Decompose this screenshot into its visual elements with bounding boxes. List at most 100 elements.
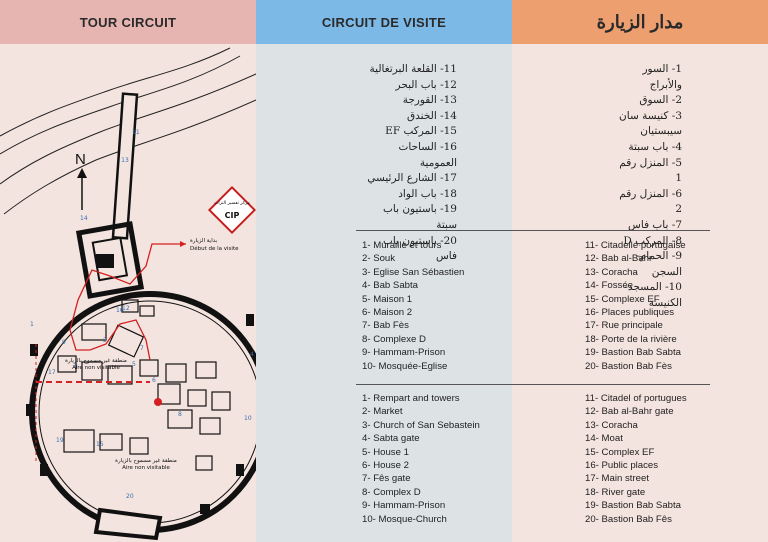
list-item: 15- Complexe EF	[585, 293, 660, 305]
rampart-wall	[29, 291, 256, 533]
building	[121, 299, 139, 313]
building	[195, 361, 217, 379]
building	[167, 409, 193, 429]
map-number: 10	[244, 415, 252, 422]
list-item: 1- السور والأبراج	[642, 63, 682, 91]
wall-tower	[40, 464, 48, 476]
list-item: 6- المنزل رقم 2	[619, 187, 682, 216]
tour-circuit-header: TOUR CIRCUIT	[0, 0, 256, 44]
building	[81, 323, 107, 341]
list-item: 3- Church of San Sebastein	[362, 419, 480, 431]
list-item: 17- Rue principale	[585, 320, 663, 332]
list-item: 16- الساحات العمومية	[398, 140, 457, 169]
building	[165, 363, 187, 383]
list-item: 17- Main street	[585, 473, 649, 485]
start-label: Début de la visite	[190, 245, 239, 252]
visit-circuit-column	[256, 0, 512, 542]
list-item: 4- Sabta gate	[362, 433, 420, 445]
river-line	[0, 73, 256, 185]
south-bastion	[93, 507, 163, 541]
visit-route	[180, 241, 186, 247]
map-number: 8	[178, 411, 182, 418]
list-item: 5- Maison 1	[362, 293, 413, 305]
cip-label-arabic: مركز تفسير التراث	[214, 200, 250, 206]
citadel-outer	[75, 221, 145, 299]
list-item: 3- كنيسة سان سيبستيان	[619, 109, 682, 138]
list-item: 9- Hammam-Prison	[362, 347, 446, 359]
building	[107, 324, 145, 358]
circuit-de-visite-header: CIRCUIT DE VISITE	[256, 0, 512, 44]
cip-label: CIP	[225, 211, 240, 220]
list-item: 3- Eglise San Sébastien	[362, 266, 465, 278]
list-item: 16- Places publiques	[585, 307, 675, 319]
list-item: 10- Mosque-Church	[362, 513, 447, 525]
building	[139, 305, 155, 317]
north-label: N	[75, 151, 86, 168]
list-item: 13- Coracha	[585, 419, 638, 431]
list-item: 5- House 1	[362, 446, 409, 458]
french-list-1-10: 1- Muraille et tours 2- Souk 3- Eglise S…	[362, 239, 507, 373]
wall-tower	[200, 504, 210, 514]
nonvisit-label: Aire non visitable	[72, 365, 120, 371]
building	[157, 383, 181, 405]
list-item: 4- باب سبتة	[628, 140, 682, 153]
cip-marker	[207, 185, 256, 235]
map-number: 9	[62, 339, 66, 346]
wall-tower	[26, 404, 34, 416]
list-item: 18- River gate	[585, 486, 646, 498]
list-item: 14- Moat	[585, 433, 623, 445]
map-number: 17	[48, 369, 56, 376]
nonvisit-label: Aire non visitable	[122, 465, 170, 471]
list-item: 7- Bab Fès	[362, 320, 409, 332]
building	[139, 359, 159, 377]
list-item: 8- Complexe D	[362, 333, 426, 345]
list-item: 2- Souk	[362, 253, 396, 265]
map-number: 1	[30, 321, 34, 328]
current-point	[154, 398, 162, 406]
building	[129, 437, 149, 455]
building	[81, 361, 103, 381]
building	[187, 389, 207, 407]
building	[211, 391, 231, 411]
site-map-drawing: 13	[0, 47, 256, 541]
map-number: 16	[116, 307, 124, 314]
map-number: 6	[152, 377, 156, 384]
site-map: 13	[0, 44, 256, 542]
list-item: 2- Market	[362, 406, 403, 418]
map-number: 7	[140, 345, 144, 352]
coracha-wall	[111, 92, 139, 240]
list-item: 17- الشارع الرئيسي	[367, 172, 457, 185]
list-item: 16- Public places	[585, 460, 659, 472]
list-item: 14- الخندق	[407, 109, 457, 122]
list-item: 5- المنزل رقم 1	[619, 156, 682, 185]
list-item: 20- Bastion Bab Fês	[585, 513, 672, 525]
river-line	[3, 99, 256, 215]
list-item: 19- Bastion Bab Sabta	[585, 500, 682, 512]
building	[195, 455, 213, 471]
list-item: 8- Complex D	[362, 486, 421, 498]
nonvisit-label-arabic: منطقة غير مسموح بالزيارة	[115, 458, 177, 464]
divider	[356, 384, 710, 385]
list-item: 12- باب البحر	[395, 78, 457, 91]
north-arrow-icon	[77, 168, 87, 178]
citadel-tower	[96, 254, 114, 268]
river-line	[0, 55, 241, 155]
visit-route	[69, 243, 186, 361]
list-item: 6- Maison 2	[362, 307, 413, 319]
map-number: 2	[103, 337, 107, 344]
list-item: 13- القورجة	[402, 94, 457, 107]
map-number: 4	[250, 351, 254, 358]
map-number: 20	[126, 493, 134, 500]
wall-tower	[236, 464, 244, 476]
list-item: 14- Fossée	[585, 280, 633, 292]
list-item: 1- Muraille et tours	[362, 240, 442, 251]
list-item: 2- السوق	[639, 94, 682, 107]
list-item: 12- Bab al-Bahr	[585, 253, 653, 265]
list-item: 9- الحمام-السجن	[636, 250, 682, 278]
arabic-list-1-10: 1- السور والأبراج 2- السوق 3- كنيسة سان …	[612, 62, 682, 312]
map-number: 19	[56, 437, 64, 444]
start-label-arabic: بداية الزيارة	[190, 238, 218, 244]
list-item: 15- المركب EF	[385, 125, 457, 138]
list-item: 4- Bab Sabta	[362, 280, 419, 292]
list-item: 10- المسجد-الكنيسة	[624, 281, 682, 309]
